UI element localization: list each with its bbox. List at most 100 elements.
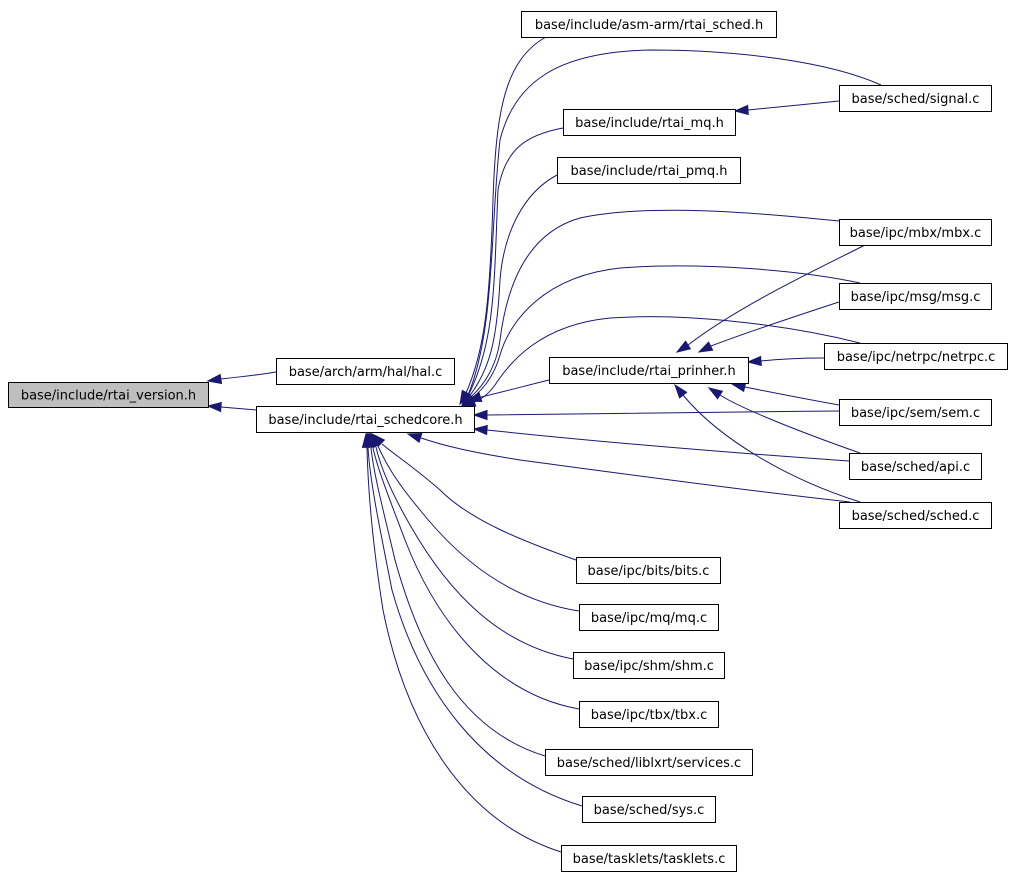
- node-mq_c[interactable]: base/ipc/mq/mq.c: [579, 604, 719, 631]
- edge-services_c-to-schedcore: [370, 447, 546, 757]
- edge-prinher-to-schedcore: [480, 379, 550, 398]
- node-label: base/include/rtai_mq.h: [575, 116, 724, 131]
- arrowhead-icon: [206, 373, 223, 385]
- edge-sched_c-to-prinher: [682, 394, 861, 503]
- node-box[interactable]: [579, 701, 719, 728]
- node-box[interactable]: [849, 453, 982, 480]
- node-box[interactable]: [824, 343, 1008, 370]
- edge-mbx_c-to-prinher: [687, 243, 868, 346]
- node-label: base/sched/liblxrt/services.c: [557, 756, 741, 771]
- arrowhead-icon: [733, 104, 749, 116]
- node-label: base/include/rtai_schedcore.h: [268, 413, 462, 428]
- node-box[interactable]: [545, 749, 753, 776]
- edge-rtai_pmq-to-schedcore: [467, 174, 558, 399]
- edge-sched_c-to-schedcore: [420, 437, 851, 503]
- node-box[interactable]: [573, 652, 725, 679]
- node-label: base/ipc/mq/mq.c: [591, 611, 707, 626]
- node-label: base/sched/signal.c: [852, 92, 980, 107]
- edge-bits_c-to-schedcore: [381, 443, 577, 561]
- node-tbx_c[interactable]: base/ipc/tbx/tbx.c: [579, 701, 719, 728]
- edge-api_c-to-prinher: [719, 394, 861, 454]
- node-box[interactable]: [256, 406, 475, 433]
- node-bits_c[interactable]: base/ipc/bits/bits.c: [576, 557, 721, 584]
- arrowhead-icon: [675, 340, 692, 353]
- node-box[interactable]: [521, 11, 777, 38]
- arrowhead-icon: [697, 341, 714, 353]
- node-shm_c[interactable]: base/ipc/shm/shm.c: [573, 652, 725, 679]
- node-hal_c[interactable]: base/arch/arm/hal/hal.c: [276, 358, 455, 385]
- edge-asm_sched-to-schedcore: [465, 36, 547, 394]
- node-mbx_c[interactable]: base/ipc/mbx/mbx.c: [839, 219, 992, 246]
- edge-mbx_c-to-schedcore: [467, 209, 840, 400]
- node-label: base/tasklets/tasklets.c: [573, 852, 726, 867]
- node-tasklets_c[interactable]: base/tasklets/tasklets.c: [561, 845, 737, 872]
- node-box[interactable]: [839, 283, 992, 310]
- arrowhead-icon: [472, 409, 488, 421]
- edge-signal_c-to-rtai_mq: [747, 100, 840, 111]
- node-box[interactable]: [839, 399, 992, 426]
- arrowhead-icon: [206, 401, 222, 413]
- node-box[interactable]: [8, 382, 209, 408]
- node-services_c[interactable]: base/sched/liblxrt/services.c: [545, 749, 753, 776]
- edge-netrpc_c-to-schedcore: [467, 316, 861, 405]
- node-label: base/include/asm-arm/rtai_sched.h: [535, 18, 763, 33]
- edge-schedcore-to-rtai_version: [220, 406, 257, 411]
- edge-hal_c-to-rtai_version: [220, 371, 277, 380]
- node-api_c[interactable]: base/sched/api.c: [849, 453, 982, 480]
- arrowhead-icon: [406, 432, 423, 443]
- node-label: base/ipc/msg/msg.c: [851, 290, 981, 305]
- edge-sem_c-to-schedcore: [486, 410, 840, 416]
- arrowhead-icon: [472, 424, 488, 436]
- arrowhead-icon: [361, 432, 373, 448]
- node-netrpc_c[interactable]: base/ipc/netrpc/netrpc.c: [824, 343, 1008, 370]
- node-signal_c[interactable]: base/sched/signal.c: [839, 85, 992, 112]
- edge-msg_c-to-prinher: [710, 301, 840, 347]
- node-prinher[interactable]: base/include/rtai_prinher.h: [549, 357, 749, 384]
- node-box[interactable]: [563, 109, 736, 136]
- node-rtai_mq[interactable]: base/include/rtai_mq.h: [563, 109, 736, 136]
- arrowhead-icon: [707, 387, 724, 400]
- node-box[interactable]: [839, 502, 992, 529]
- node-sched_c[interactable]: base/sched/sched.c: [839, 502, 992, 529]
- node-box[interactable]: [839, 219, 992, 246]
- node-label: base/ipc/shm/shm.c: [584, 659, 714, 674]
- node-label: base/ipc/bits/bits.c: [588, 564, 710, 579]
- node-asm_sched[interactable]: base/include/asm-arm/rtai_sched.h: [521, 11, 777, 38]
- edge-mq_c-to-schedcore: [377, 445, 580, 612]
- edge-netrpc_c-to-prinher: [760, 357, 825, 362]
- node-box[interactable]: [839, 85, 992, 112]
- node-label: base/arch/arm/hal/hal.c: [289, 365, 443, 380]
- node-rtai_version[interactable]: base/include/rtai_version.h: [8, 382, 209, 408]
- node-label: base/ipc/tbx/tbx.c: [591, 708, 708, 723]
- node-label: base/ipc/mbx/mbx.c: [850, 226, 982, 241]
- node-box[interactable]: [276, 358, 455, 385]
- node-label: base/sched/api.c: [861, 460, 970, 475]
- node-box[interactable]: [557, 157, 741, 184]
- node-box[interactable]: [561, 845, 737, 872]
- edge-signal_c-to-schedcore: [467, 49, 882, 396]
- edge-tbx_c-to-schedcore: [372, 447, 580, 710]
- node-label: base/ipc/netrpc/netrpc.c: [837, 350, 996, 365]
- node-box[interactable]: [579, 604, 719, 631]
- node-box[interactable]: [576, 557, 721, 584]
- edges-layer: [206, 36, 882, 853]
- arrowhead-icon: [466, 392, 483, 403]
- arrowhead-icon: [674, 383, 688, 399]
- node-label: base/sched/sched.c: [852, 509, 980, 524]
- node-label: base/include/rtai_prinher.h: [562, 364, 736, 379]
- node-rtai_pmq[interactable]: base/include/rtai_pmq.h: [557, 157, 741, 184]
- node-box[interactable]: [549, 357, 749, 384]
- node-box[interactable]: [582, 796, 716, 823]
- node-sem_c[interactable]: base/ipc/sem/sem.c: [839, 399, 992, 426]
- node-schedcore[interactable]: base/include/rtai_schedcore.h: [256, 406, 475, 433]
- edge-shm_c-to-schedcore: [375, 446, 574, 660]
- node-sys_c[interactable]: base/sched/sys.c: [582, 796, 716, 823]
- node-label: base/ipc/sem/sem.c: [851, 406, 980, 421]
- edge-sem_c-to-prinher: [744, 386, 840, 406]
- edge-rtai_mq-to-schedcore: [467, 127, 564, 397]
- edge-sys_c-to-schedcore: [367, 447, 583, 807]
- node-label: base/sched/sys.c: [594, 803, 705, 818]
- node-msg_c[interactable]: base/ipc/msg/msg.c: [839, 283, 992, 310]
- edge-tasklets_c-to-schedcore: [366, 447, 562, 853]
